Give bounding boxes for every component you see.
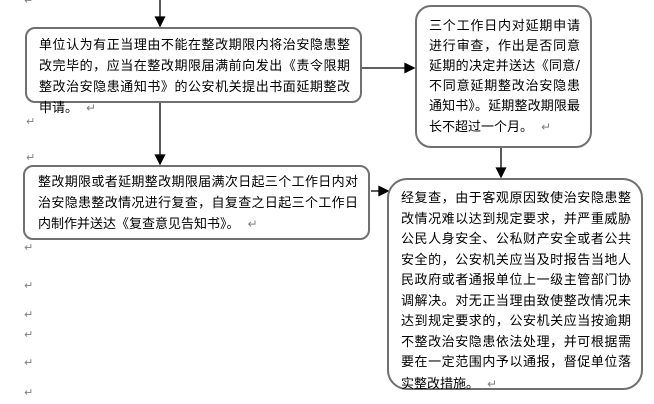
flow-box-text: 整改期限或者延期整改期限届满次日起三个工作日内对治安隐患整改情况进行复查，自复查… <box>38 172 358 235</box>
paragraph-return-mark: ↵ <box>24 356 34 369</box>
paragraph-return-mark: ↵ <box>24 328 34 341</box>
paragraph-return-mark: ↵ <box>24 0 34 7</box>
paragraph-return-mark: ↵ <box>86 101 97 115</box>
paragraph-return-mark: ↵ <box>24 279 34 292</box>
flow-box-text: 经复查，由于客观原因致使治安隐患整改情况难以达到规定要求，并严重威胁公民人身安全… <box>401 189 631 395</box>
paragraph-return-mark: ↵ <box>487 376 498 391</box>
paragraph-return-mark: ↵ <box>26 151 36 164</box>
paragraph-return-mark: ↵ <box>24 241 34 254</box>
flow-box-delay-review[interactable]: 三个工作日内对延期申请进行审查，作出是否同意延期的决定并送达《同意/不同意延期整… <box>415 5 592 148</box>
arrowhead-into-box4-top <box>495 167 507 179</box>
flow-box-recheck[interactable]: 整改期限或者延期整改期限届满次日起三个工作日内对治安隐患整改情况进行复查，自复查… <box>23 165 370 240</box>
arrowhead-into-box1 <box>154 16 166 28</box>
flow-box-result-handling[interactable]: 经复查，由于客观原因致使治安隐患整改情况难以达到规定要求，并严重威胁公民人身安全… <box>387 178 643 392</box>
paragraph-return-mark: ↵ <box>247 217 258 231</box>
box-text: 经复查，由于客观原因致使治安隐患整改情况难以达到规定要求，并严重威胁公民人身安全… <box>401 191 631 392</box>
paragraph-return-mark: ↵ <box>24 308 34 321</box>
paragraph-return-mark: ↵ <box>541 120 552 134</box>
box-text: 整改期限或者延期整改期限届满次日起三个工作日内对治安隐患整改情况进行复查，自复查… <box>38 175 358 232</box>
flow-box-delay-application[interactable]: 单位认为有正当理由不能在整改期限内将治安隐患整改完毕的，应当在整改期限届满前向发… <box>25 27 362 116</box>
arrowhead-into-box3 <box>154 154 166 166</box>
paragraph-return-mark: ↵ <box>26 115 36 128</box>
paragraph-return-mark: ↵ <box>24 386 34 399</box>
box-text: 单位认为有正当理由不能在整改期限内将治安隐患整改完毕的，应当在整改期限届满前向发… <box>39 38 350 116</box>
arrowhead-into-box2 <box>404 62 416 74</box>
flow-box-text: 单位认为有正当理由不能在整改期限内将治安隐患整改完毕的，应当在整改期限届满前向发… <box>39 35 350 119</box>
box-text: 三个工作日内对延期申请进行审查，作出是否同意延期的决定并送达《同意/不同意延期整… <box>429 19 580 135</box>
flow-box-text: 三个工作日内对延期申请进行审查，作出是否同意延期的决定并送达《同意/不同意延期整… <box>429 17 580 138</box>
